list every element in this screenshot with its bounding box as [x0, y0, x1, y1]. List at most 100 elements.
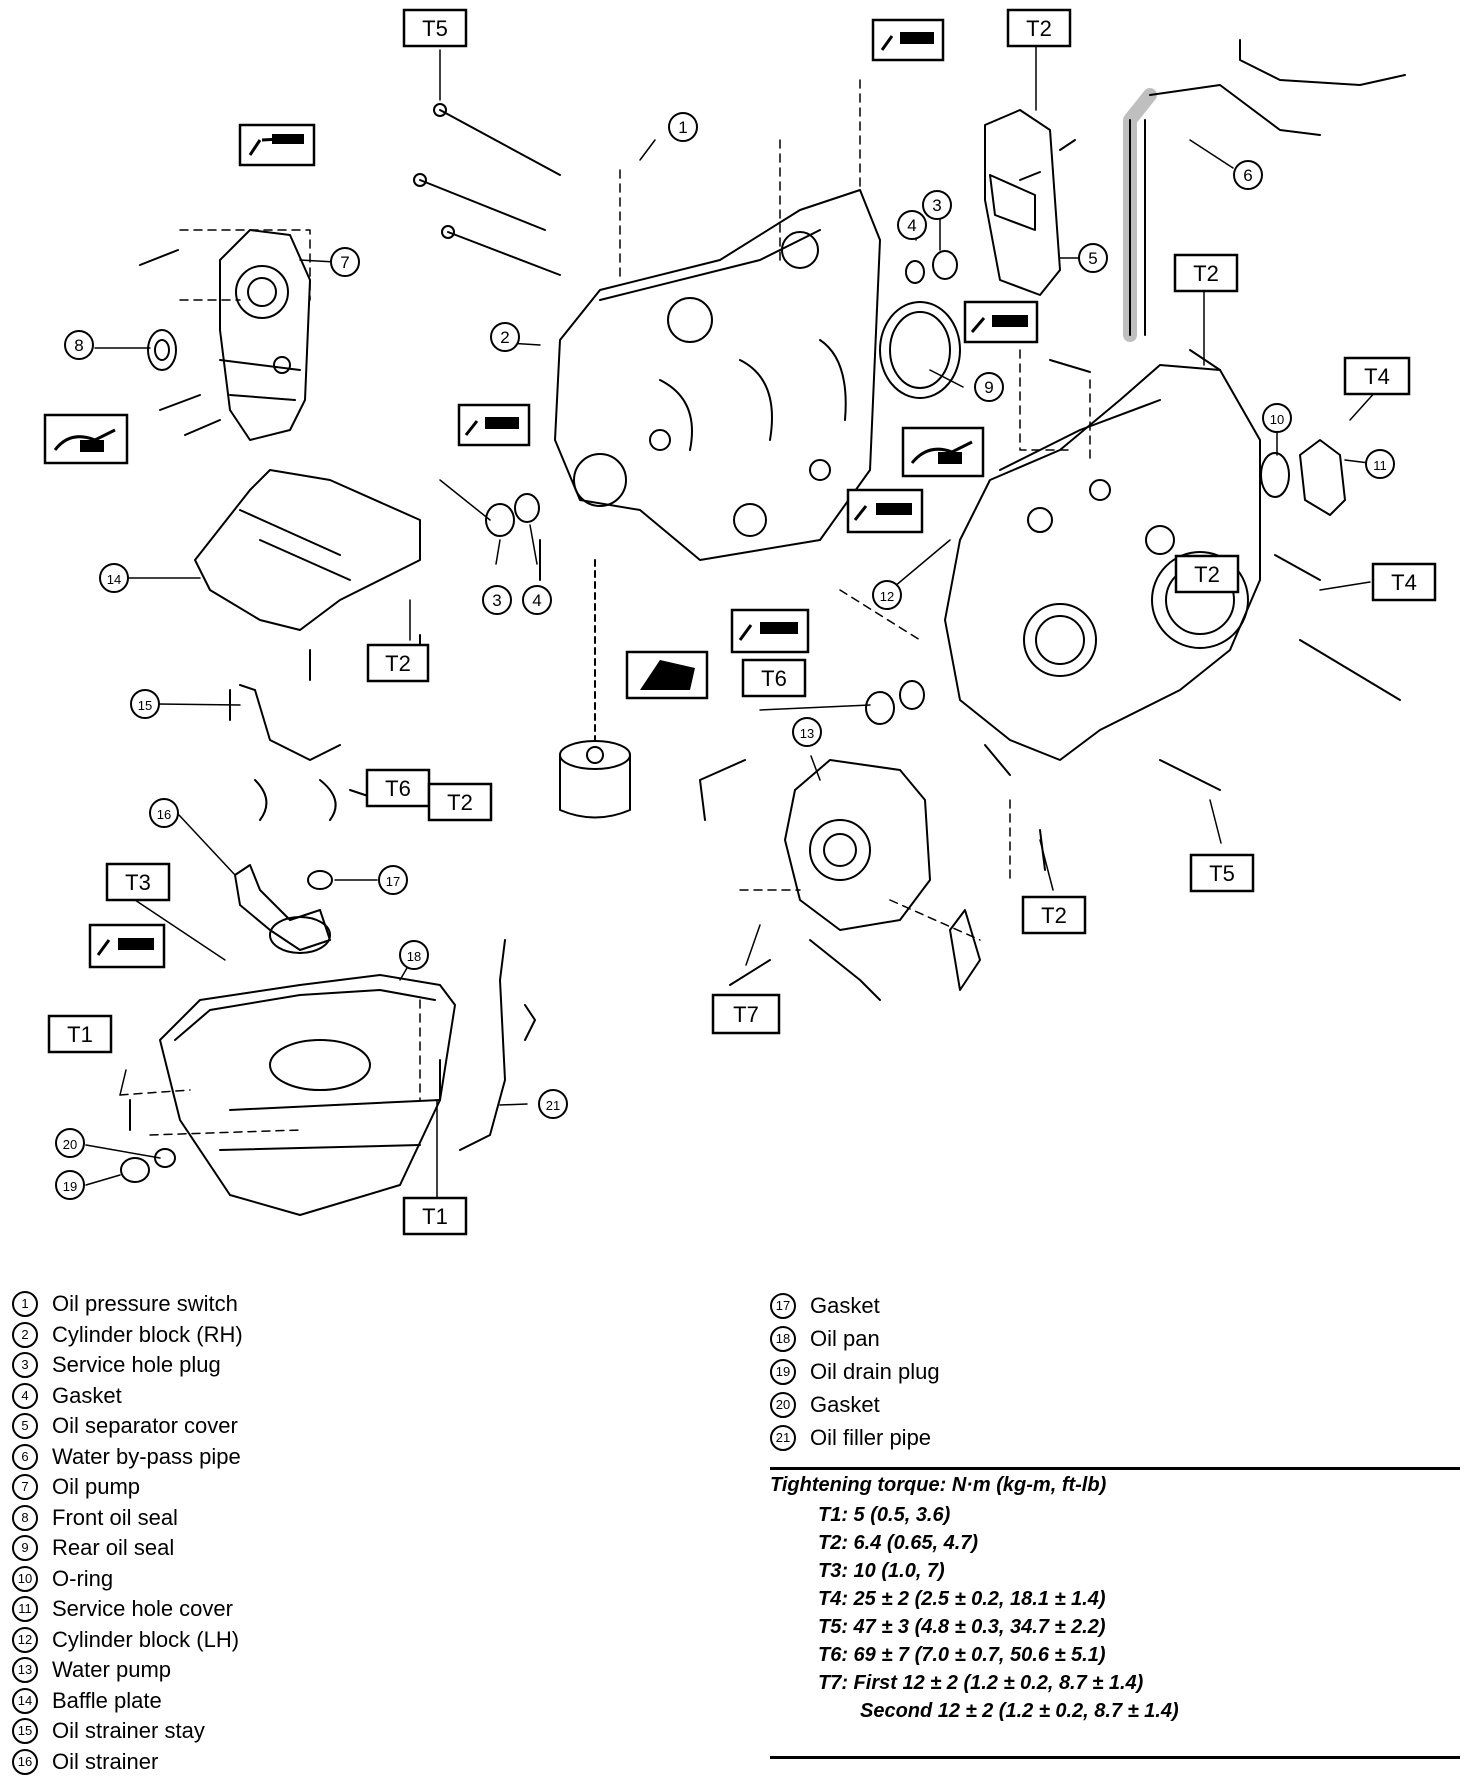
torque-callout-t4: T4 — [1343, 356, 1411, 396]
torque-callout-label: T5 — [1209, 861, 1235, 886]
torque-callout-t6: T6 — [741, 658, 807, 698]
legend-item-number: 1 — [12, 1291, 38, 1318]
part-number-15: 15 — [130, 689, 160, 719]
torque-bottom-rule — [770, 1756, 1460, 1759]
sealant-tube-icon — [457, 403, 531, 447]
part-number-label: 18 — [407, 949, 421, 964]
part-number-17: 17 — [378, 865, 408, 895]
part-number-14: 14 — [99, 563, 129, 593]
part-number-20: 20 — [55, 1128, 85, 1158]
part-number-5: 5 — [1078, 243, 1108, 273]
cylinder-block-rh-part — [554, 189, 881, 561]
part-number-9: 9 — [974, 372, 1004, 402]
water-pump-part — [699, 759, 981, 1001]
legend-item-number: 5 — [12, 1413, 38, 1440]
part-number-13: 13 — [792, 717, 822, 747]
legend-item-label: Gasket — [52, 1382, 122, 1408]
legend-item: 15 Oil strainer stay — [12, 1717, 205, 1745]
part-number-label: 8 — [74, 336, 83, 355]
part-number-12: 12 — [872, 580, 902, 610]
legend-item-number: 9 — [12, 1535, 38, 1562]
legend-item-number: 8 — [12, 1504, 38, 1531]
legend-item-label: Oil separator cover — [52, 1413, 238, 1439]
legend-item-number: 7 — [12, 1474, 38, 1501]
part-number-label: 19 — [63, 1179, 77, 1194]
part-number-label: 2 — [500, 328, 509, 347]
torque-callout-t5: T5 — [402, 8, 468, 48]
oil-strainer-stay-part — [239, 684, 341, 821]
part-number-label: 6 — [1243, 166, 1252, 185]
torque-callout-t2: T2 — [427, 782, 493, 822]
part-number-3: 3 — [922, 190, 952, 220]
long-bolts — [413, 103, 561, 276]
part-number-label: 12 — [880, 589, 894, 604]
service-hole-cover-part — [1260, 439, 1346, 516]
legend-item-number: 13 — [12, 1657, 38, 1684]
legend-item: 7 Oil pump — [12, 1473, 141, 1501]
part-number-3: 3 — [482, 585, 512, 615]
legend-item: 4 Gasket — [12, 1382, 122, 1409]
torque-callout-t1: T1 — [402, 1196, 468, 1236]
part-number-label: 11 — [1373, 458, 1387, 473]
sealant-tube-icon — [871, 18, 945, 62]
legend-item-label: Oil strainer stay — [52, 1718, 205, 1744]
legend-item-number: 14 — [12, 1687, 38, 1714]
torque-callout-label: T7 — [733, 1002, 759, 1027]
torque-callout-t1: T1 — [47, 1014, 113, 1054]
legend-item-label: Rear oil seal — [52, 1535, 175, 1561]
torque-title: Tightening torque: N·m (kg-m, ft-lb) — [770, 1474, 1107, 1496]
part-number-11: 11 — [1365, 449, 1395, 479]
torque-callout-label: T2 — [447, 790, 473, 815]
legend-item-number: 11 — [12, 1596, 38, 1623]
oil-drain-plug-part — [120, 1148, 176, 1183]
sealant-icons — [43, 18, 1039, 969]
legend-item-number: 4 — [12, 1382, 38, 1409]
legend-item-number: 12 — [12, 1626, 38, 1653]
sealant-tube-icon — [963, 300, 1039, 344]
torque-callout-label: T6 — [761, 666, 787, 691]
oil-pan-part — [159, 974, 456, 1216]
oil-can-icon — [43, 413, 129, 465]
part-number-8: 8 — [64, 330, 94, 360]
torque-callout-t2: T2 — [1173, 253, 1239, 293]
legend-item-number: 15 — [12, 1718, 38, 1745]
legend-item-number: 18 — [770, 1326, 796, 1353]
legend-item-number: 21 — [770, 1425, 796, 1452]
part-number-label: 7 — [340, 253, 349, 272]
torque-top-rule — [770, 1467, 1460, 1470]
legend-item-label: Oil drain plug — [810, 1359, 940, 1385]
legend-item-label: Oil pump — [52, 1474, 141, 1500]
torque-callout-t6: T6 — [365, 768, 431, 808]
legend-item-number: 10 — [12, 1565, 38, 1592]
legend-item-label: O-ring — [52, 1565, 114, 1591]
torque-row: T3: 10 (1.0, 7) — [818, 1560, 945, 1582]
part-number-label: 3 — [492, 591, 501, 610]
torque-callout-t3: T3 — [105, 862, 171, 902]
part-number-label: 3 — [932, 196, 941, 215]
part-number-label: 17 — [386, 874, 400, 889]
part-number-label: 4 — [907, 216, 916, 235]
part-number-label: 13 — [800, 726, 814, 741]
torque-callout-label: T2 — [1026, 16, 1052, 41]
torque-row: T5: 47 ± 3 (4.8 ± 0.3, 34.7 ± 2.2) — [818, 1616, 1106, 1638]
torque-callout-label: T1 — [67, 1022, 93, 1047]
legend-item-label: Cylinder block (RH) — [52, 1321, 243, 1347]
part-number-label: 10 — [1270, 412, 1284, 427]
service-hole-plug-top — [905, 250, 958, 284]
part-number-19: 19 — [55, 1170, 85, 1200]
leader-lines — [85, 45, 1378, 1201]
torque-callout-label: T2 — [1193, 261, 1219, 286]
service-hole-plug-lower — [485, 493, 925, 725]
part-number-label: 21 — [546, 1098, 560, 1113]
